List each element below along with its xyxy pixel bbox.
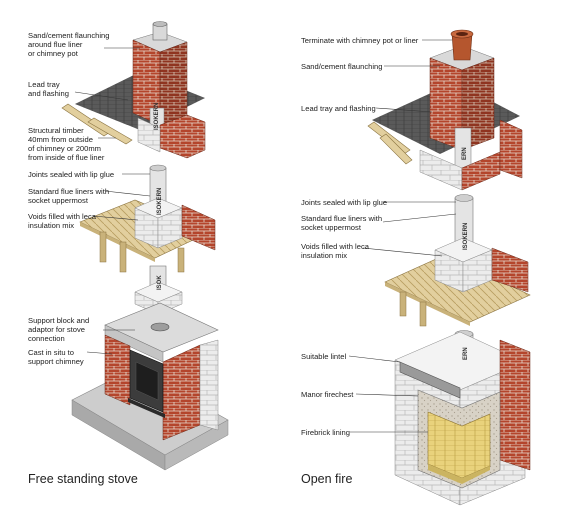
lintel	[399, 361, 461, 399]
label-support-block: Support block and adaptor for stove conn…	[28, 316, 90, 343]
label-lead-tray-right: Lead tray and flashing	[301, 104, 376, 113]
label-firechest: Manor firechest	[301, 390, 354, 399]
label-structural-timber: Structural timber 40mm from outside of c…	[28, 126, 105, 162]
label-firebrick: Firebrick lining	[301, 428, 350, 437]
label-voids-left: Voids filled with leca insulation mix	[28, 212, 96, 230]
right-fireplace	[394, 330, 531, 506]
label-flue-liners-left: Standard flue liners with socket uppermo…	[28, 187, 110, 205]
label-joints-right: Joints sealed with lip glue	[301, 198, 388, 207]
brand-mark-3: ISOK	[157, 275, 163, 290]
label-terminate: Terminate with chimney pot or liner	[301, 36, 419, 45]
label-voids-right: Voids filled with leca insulation mix	[301, 242, 369, 260]
label-cast-in-situ: Cast in situ to support chimney	[28, 348, 84, 366]
leader-lines-left	[74, 47, 151, 355]
leader-lines-right	[348, 39, 457, 433]
timber-left-b	[87, 117, 133, 145]
left-chimney-top	[61, 21, 206, 159]
right-chimney-mid	[384, 194, 531, 327]
label-flaunching-right: Sand/cement flaunching	[301, 62, 383, 71]
caption-free-standing-stove: Free standing stove	[28, 472, 138, 486]
left-stove-base	[71, 302, 229, 471]
brand-mark-4: ERN	[462, 147, 468, 160]
label-joints-left: Joints sealed with lip glue	[28, 170, 115, 179]
brand-mark-1: ISOKERN	[154, 103, 160, 130]
caption-open-fire: Open fire	[301, 472, 353, 486]
label-flue-liners-right: Standard flue liners with socket uppermo…	[301, 214, 383, 232]
brand-mark-5: ISOKERN	[463, 223, 469, 250]
label-lead-tray-left: Lead tray and flashing	[28, 80, 69, 98]
right-chimney-top	[367, 29, 523, 191]
label-flaunching-left: Sand/cement flaunching around flue liner…	[28, 31, 110, 58]
left-chimney-mid	[79, 164, 216, 315]
brand-mark-6: ERN	[463, 347, 469, 360]
brand-mark-2: ISOKERN	[157, 188, 163, 215]
label-lintel: Suitable lintel	[301, 352, 347, 361]
